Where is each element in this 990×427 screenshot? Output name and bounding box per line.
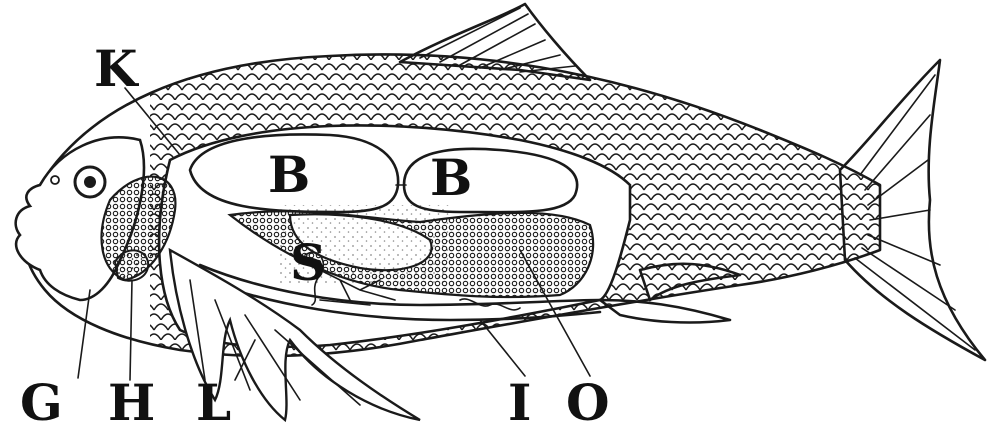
- label-S: S: [290, 233, 326, 292]
- label-B-front: B: [268, 145, 310, 204]
- heart: [115, 250, 148, 280]
- label-H: H: [108, 373, 155, 427]
- eye-pupil: [84, 176, 96, 188]
- label-G: G: [20, 373, 63, 427]
- label-I: I: [508, 373, 531, 427]
- leader-H: [130, 280, 132, 380]
- leader-I: [480, 320, 525, 376]
- label-O: O: [566, 373, 610, 427]
- leader-G: [78, 290, 90, 378]
- label-K: K: [94, 39, 139, 98]
- label-L: L: [196, 373, 231, 427]
- label-B-rear: B: [430, 148, 472, 207]
